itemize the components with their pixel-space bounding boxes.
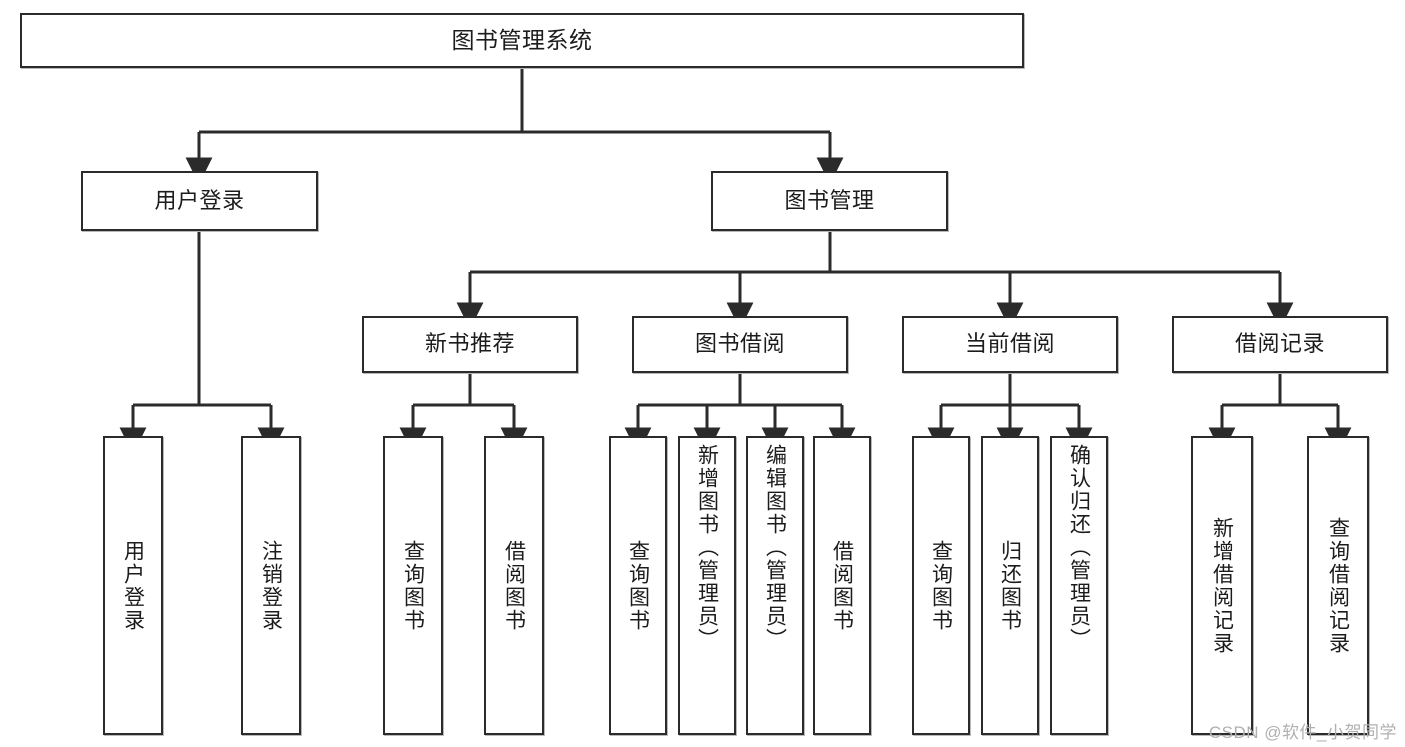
node-leaf-logout-login-label: 注销登录 bbox=[259, 539, 283, 632]
node-new-book-recommend[interactable]: 新书推荐 bbox=[362, 316, 578, 373]
node-current-borrow-label: 当前借阅 bbox=[964, 331, 1055, 357]
node-leaf-return-book[interactable]: 归还图书 bbox=[981, 436, 1039, 735]
node-leaf-query-book-2[interactable]: 查询图书 bbox=[609, 436, 667, 735]
node-leaf-edit-book[interactable]: 编辑图书（管理员） bbox=[746, 436, 804, 735]
node-leaf-borrow-book-2-label: 借阅图书 bbox=[830, 539, 854, 632]
node-leaf-query-book-1[interactable]: 查询图书 bbox=[383, 436, 443, 735]
node-root-system-label: 图书管理系统 bbox=[451, 26, 593, 53]
node-current-borrow[interactable]: 当前借阅 bbox=[902, 316, 1118, 373]
node-leaf-add-record-label: 新增借阅记录 bbox=[1210, 516, 1234, 655]
node-leaf-edit-book-label: 编辑图书（管理员） bbox=[763, 444, 787, 651]
node-user-login[interactable]: 用户登录 bbox=[81, 171, 318, 231]
node-leaf-query-book-3-label: 查询图书 bbox=[929, 539, 953, 632]
node-user-login-label: 用户登录 bbox=[154, 187, 245, 213]
node-leaf-user-login-label: 用户登录 bbox=[121, 539, 145, 632]
node-leaf-return-book-label: 归还图书 bbox=[998, 539, 1022, 632]
node-leaf-query-record-label: 查询借阅记录 bbox=[1326, 516, 1350, 655]
node-leaf-add-record[interactable]: 新增借阅记录 bbox=[1191, 436, 1253, 735]
node-leaf-borrow-book-1[interactable]: 借阅图书 bbox=[484, 436, 544, 735]
node-book-manage-label: 图书管理 bbox=[784, 187, 875, 213]
node-leaf-query-book-1-label: 查询图书 bbox=[401, 539, 425, 632]
node-borrow-record[interactable]: 借阅记录 bbox=[1172, 316, 1388, 373]
node-leaf-logout-login[interactable]: 注销登录 bbox=[241, 436, 301, 735]
node-leaf-confirm-return[interactable]: 确认归还（管理员） bbox=[1050, 436, 1108, 735]
node-book-borrow-label: 图书借阅 bbox=[694, 331, 785, 357]
node-leaf-add-book[interactable]: 新增图书（管理员） bbox=[678, 436, 736, 735]
node-borrow-record-label: 借阅记录 bbox=[1234, 331, 1325, 357]
node-book-borrow[interactable]: 图书借阅 bbox=[632, 316, 848, 373]
node-leaf-borrow-book-1-label: 借阅图书 bbox=[502, 539, 526, 632]
node-leaf-add-book-label: 新增图书（管理员） bbox=[695, 444, 719, 651]
watermark-credit: CSDN @软件_小贺同学 bbox=[1208, 723, 1397, 742]
node-root-system[interactable]: 图书管理系统 bbox=[20, 13, 1024, 68]
node-leaf-confirm-return-label: 确认归还（管理员） bbox=[1067, 444, 1091, 651]
node-leaf-query-book-3[interactable]: 查询图书 bbox=[912, 436, 970, 735]
node-leaf-borrow-book-2[interactable]: 借阅图书 bbox=[813, 436, 871, 735]
node-leaf-user-login[interactable]: 用户登录 bbox=[103, 436, 163, 735]
node-leaf-query-book-2-label: 查询图书 bbox=[626, 539, 650, 632]
node-book-manage[interactable]: 图书管理 bbox=[711, 171, 948, 231]
node-new-book-recommend-label: 新书推荐 bbox=[424, 331, 515, 357]
node-leaf-query-record[interactable]: 查询借阅记录 bbox=[1307, 436, 1369, 735]
